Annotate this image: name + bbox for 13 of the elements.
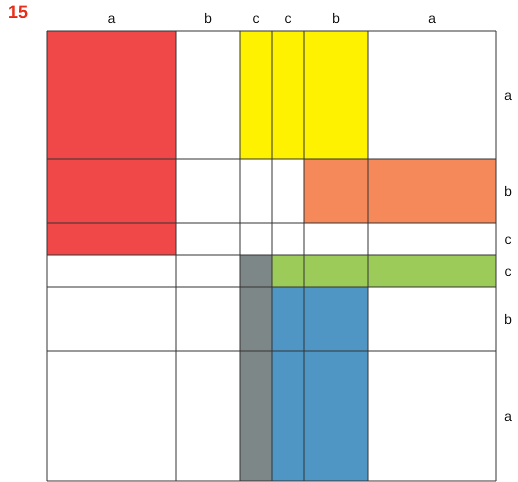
figure-number: 15 [8,2,28,23]
row-label: a [504,409,512,423]
column-label: c [252,11,260,25]
row-label: b [504,184,512,198]
row-label: c [504,232,512,246]
column-label: a [108,11,116,25]
column-label: a [428,11,436,25]
row-label: a [504,88,512,102]
column-label: b [204,11,212,25]
column-label: b [332,11,340,25]
column-label: c [284,11,292,25]
row-label: c [504,264,512,278]
row-label: b [504,312,512,326]
